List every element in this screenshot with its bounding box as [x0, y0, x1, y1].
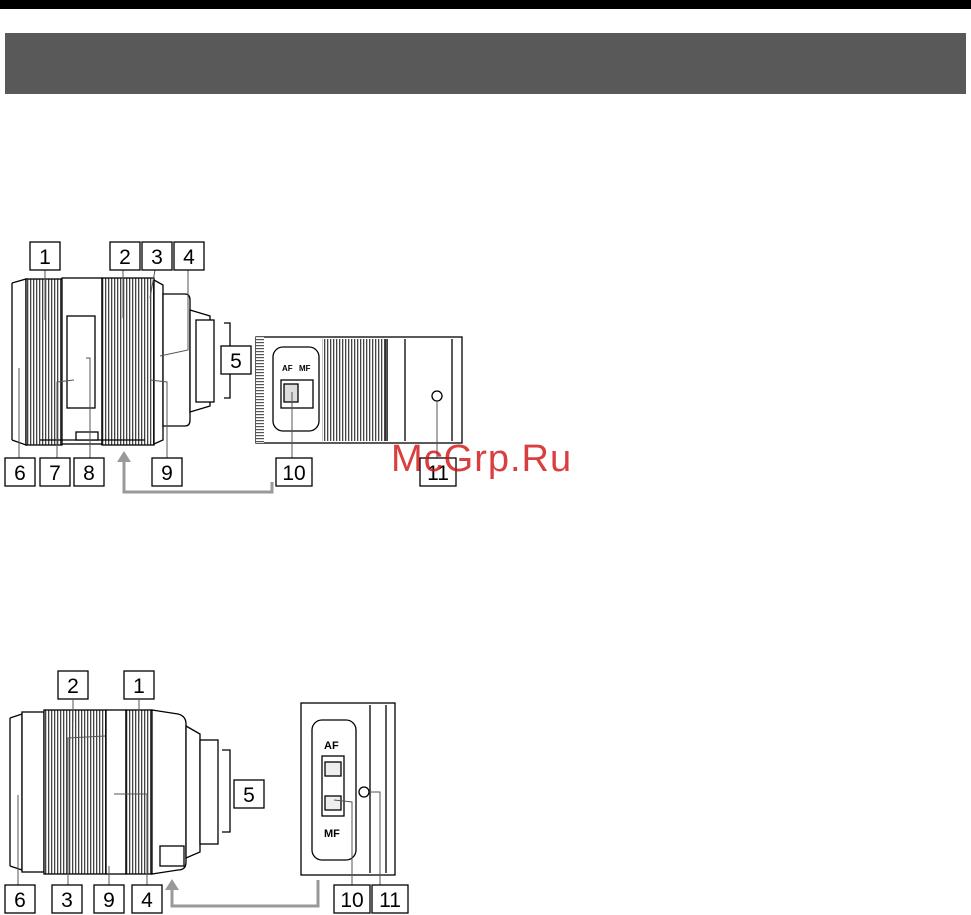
zoom-ring-2 — [126, 710, 152, 874]
switch-panel-closeup-2 — [301, 703, 395, 875]
callout-3: 3 — [151, 246, 163, 269]
lens-contacts-mount-2 — [200, 740, 218, 844]
mf-label: MF — [299, 364, 311, 373]
callout-11-b: 11 — [379, 889, 401, 912]
callout-7: 7 — [49, 462, 61, 485]
mf-label-2: MF — [324, 828, 340, 840]
callout-1: 1 — [39, 246, 51, 269]
focus-ring-2 — [44, 710, 106, 874]
callout-6-b: 6 — [14, 889, 26, 912]
callout-4-b: 4 — [141, 889, 153, 912]
callout-6: 6 — [14, 462, 26, 485]
af-label: AF — [282, 364, 293, 373]
callout-5: 5 — [230, 350, 242, 373]
top-rule — [0, 0, 971, 9]
mount-bracket-2 — [222, 750, 230, 832]
callout-10: 10 — [282, 462, 305, 485]
callout-8: 8 — [83, 462, 95, 485]
lens-body-side-view-2 — [10, 710, 218, 874]
callout-5-b: 5 — [243, 784, 255, 807]
callout-2-b: 2 — [67, 675, 79, 698]
closeup-arrow — [124, 454, 272, 492]
closeup-arrow-2 — [172, 880, 318, 906]
switch-panel-closeup — [256, 337, 462, 443]
focus-ring — [102, 278, 154, 445]
watermark-text: McGrp.Ru — [391, 438, 572, 481]
lens-body-side-view — [12, 278, 214, 445]
lens-contacts-mount — [196, 320, 214, 402]
callout-4: 4 — [183, 246, 195, 269]
callout-10-b: 10 — [340, 889, 363, 912]
callout-9-b: 9 — [103, 889, 115, 912]
callout-3-b: 3 — [61, 889, 73, 912]
af-label-2: AF — [324, 740, 339, 752]
focus-distance-window — [67, 316, 95, 408]
callout-2: 2 — [119, 246, 131, 269]
callout-9: 9 — [161, 462, 173, 485]
section-header-bar — [5, 33, 966, 94]
lens-diagram-bottom: AF MF 2 1 5 6 3 9 4 10 11 — [0, 660, 420, 915]
callout-1-b: 1 — [133, 675, 145, 698]
